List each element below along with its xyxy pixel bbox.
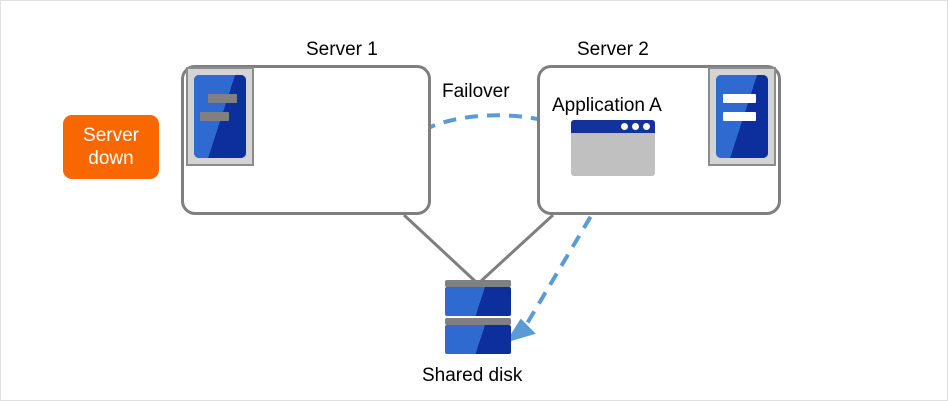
status-badge-server-down: Server down <box>63 115 159 179</box>
disk-slab <box>445 325 511 354</box>
server2-title: Server 2 <box>577 39 649 60</box>
application-window-icon[interactable] <box>571 120 655 176</box>
connector-server1-to-disk <box>402 213 478 284</box>
failover-label: Failover <box>442 81 510 102</box>
application-label: Application A <box>552 95 662 116</box>
shared-disk-icon <box>445 280 511 359</box>
server-icon-disabled <box>186 67 254 166</box>
status-badge-line2: down <box>88 148 134 169</box>
connector-server2-to-disk <box>478 213 555 284</box>
server-led-bar-bottom <box>200 112 230 122</box>
server-led-bar-top <box>723 94 756 104</box>
shared-disk-label: Shared disk <box>422 365 523 386</box>
server-icon-body <box>194 75 246 158</box>
server-icon-body <box>716 75 768 158</box>
status-badge-line1: Server <box>83 125 139 146</box>
server-icon-active <box>708 67 776 166</box>
server-led-bar-bottom <box>723 112 756 122</box>
server1-title: Server 1 <box>306 39 378 60</box>
disk-slab <box>445 287 511 316</box>
titlebar-dot-icon <box>621 123 628 130</box>
titlebar-dot-icon <box>632 123 639 130</box>
app-to-disk-arrowhead-icon <box>505 318 536 343</box>
disk-cap-top <box>445 280 511 287</box>
titlebar-dot-icon <box>643 123 650 130</box>
application-titlebar <box>571 120 655 133</box>
server-led-bar-top <box>207 94 237 104</box>
disk-cap-middle <box>445 318 511 325</box>
